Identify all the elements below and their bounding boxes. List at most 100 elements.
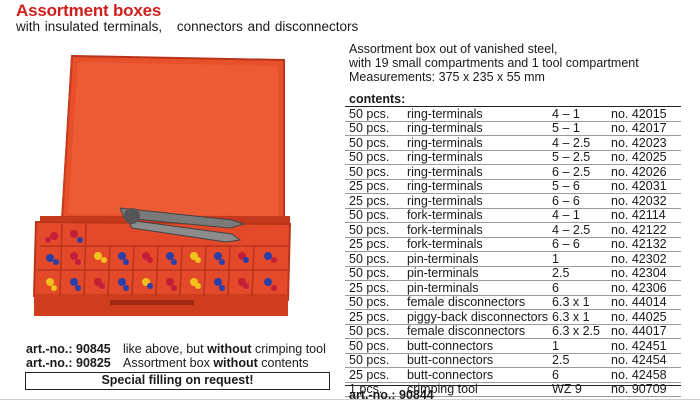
item-number-cell: no. 42451	[607, 338, 681, 354]
quantity-cell: 50 pcs.	[345, 150, 403, 165]
item-number-cell: no. 42302	[607, 251, 681, 267]
quantity-cell: 50 pcs.	[345, 353, 403, 368]
quantity-cell: 25 pcs.	[345, 193, 403, 209]
item-number-cell: no. 42306	[607, 280, 681, 296]
quantity-cell: 50 pcs.	[345, 324, 403, 339]
quantity-cell: 50 pcs.	[345, 135, 403, 151]
item-number-cell: no. 42032	[607, 193, 681, 209]
item-name-cell: butt-connectors	[402, 353, 549, 368]
divider	[0, 399, 700, 400]
size-cell: 4 – 2.5	[548, 135, 607, 151]
special-filling-note: Special filling on request!	[25, 372, 330, 390]
article-desc-pre: Assortment box	[123, 356, 214, 370]
size-cell: 6 – 6	[548, 193, 607, 209]
item-number-cell: no. 42304	[607, 266, 681, 281]
quantity-cell: 50 pcs.	[345, 251, 403, 267]
size-cell: 5 – 1	[548, 121, 607, 136]
size-cell: 6	[548, 280, 607, 296]
size-cell: 2.5	[548, 266, 607, 281]
article-number-main: art.-no.: 90844	[349, 388, 434, 402]
article-variant-row: art.-no.: 90825 Assortment box without c…	[26, 356, 326, 370]
item-number-cell: no. 42023	[607, 135, 681, 151]
item-name-cell: fork-terminals	[402, 237, 549, 252]
item-name-cell: pin-terminals	[402, 251, 549, 267]
item-name-cell: butt-connectors	[402, 338, 549, 354]
article-description: like above, but without crimping tool	[123, 342, 326, 356]
item-number-cell: no. 42458	[607, 367, 681, 383]
quantity-cell: 50 pcs.	[345, 208, 403, 223]
description-line: with 19 small compartments and 1 tool co…	[349, 56, 639, 70]
item-number-cell: no. 42025	[607, 150, 681, 165]
item-number-cell: no. 42026	[607, 164, 681, 180]
size-cell: 6	[548, 367, 607, 383]
assortment-box-photo	[32, 54, 292, 316]
quantity-cell: 50 pcs.	[345, 338, 403, 354]
divider	[345, 106, 681, 107]
size-cell: 1	[548, 251, 607, 267]
item-number-cell: no. 42122	[607, 222, 681, 238]
article-desc-post: crimping tool	[251, 342, 326, 356]
size-cell: 6.3 x 2.5	[548, 324, 607, 339]
subtitle-part-1: with insulated terminals,	[16, 19, 163, 34]
size-cell: 4 – 2.5	[548, 222, 607, 238]
item-name-cell: butt-connectors	[402, 367, 549, 383]
size-cell: 6.3 x 1	[548, 309, 607, 325]
article-description: Assortment box without contents	[123, 356, 309, 370]
article-desc-bold: without	[207, 342, 252, 356]
item-name-cell: pin-terminals	[402, 280, 549, 296]
article-number: art.-no.: 90825	[26, 356, 111, 370]
description-line: Assortment box out of vanished steel,	[349, 42, 558, 56]
item-number-cell: no. 42132	[607, 237, 681, 252]
quantity-cell: 25 pcs.	[345, 367, 403, 383]
item-name-cell: ring-terminals	[402, 107, 549, 122]
item-number-cell: no. 42017	[607, 121, 681, 136]
contents-label: contents:	[349, 92, 406, 106]
size-cell: 1	[548, 338, 607, 354]
article-desc-pre: like above, but	[123, 342, 208, 356]
item-name-cell: female disconnectors	[402, 324, 549, 339]
article-variant-row: art.-no.: 90845 like above, but without …	[26, 342, 326, 356]
item-name-cell: ring-terminals	[402, 193, 549, 209]
size-cell: 4 – 1	[548, 208, 607, 223]
page-title: Assortment boxes	[16, 1, 162, 20]
item-name-cell: female disconnectors	[402, 295, 549, 310]
quantity-cell: 25 pcs.	[345, 179, 403, 194]
item-number-cell: no. 42031	[607, 179, 681, 194]
item-number-cell: no. 42015	[607, 107, 681, 122]
size-cell: 5 – 6	[548, 179, 607, 194]
article-desc-bold: without	[213, 356, 258, 370]
quantity-cell: 50 pcs.	[345, 164, 403, 180]
quantity-cell: 25 pcs.	[345, 280, 403, 296]
description-line: Measurements: 375 x 235 x 55 mm	[349, 70, 545, 84]
item-number-cell: no. 44017	[607, 324, 681, 339]
item-number-cell: no. 44014	[607, 295, 681, 310]
size-cell: 6 – 2.5	[548, 164, 607, 180]
item-number-cell: no. 44025	[607, 309, 681, 325]
quantity-cell: 50 pcs.	[345, 266, 403, 281]
item-name-cell: ring-terminals	[402, 179, 549, 194]
size-cell: 2.5	[548, 353, 607, 368]
quantity-cell: 25 pcs.	[345, 309, 403, 325]
item-name-cell: ring-terminals	[402, 135, 549, 151]
article-desc-post: contents	[257, 356, 309, 370]
size-cell: 6.3 x 1	[548, 295, 607, 310]
quantity-cell: 50 pcs.	[345, 295, 403, 310]
size-cell: 4 – 1	[548, 107, 607, 122]
item-name-cell: piggy-back disconnectors	[402, 309, 549, 325]
quantity-cell: 50 pcs.	[345, 222, 403, 238]
item-name-cell: ring-terminals	[402, 164, 549, 180]
